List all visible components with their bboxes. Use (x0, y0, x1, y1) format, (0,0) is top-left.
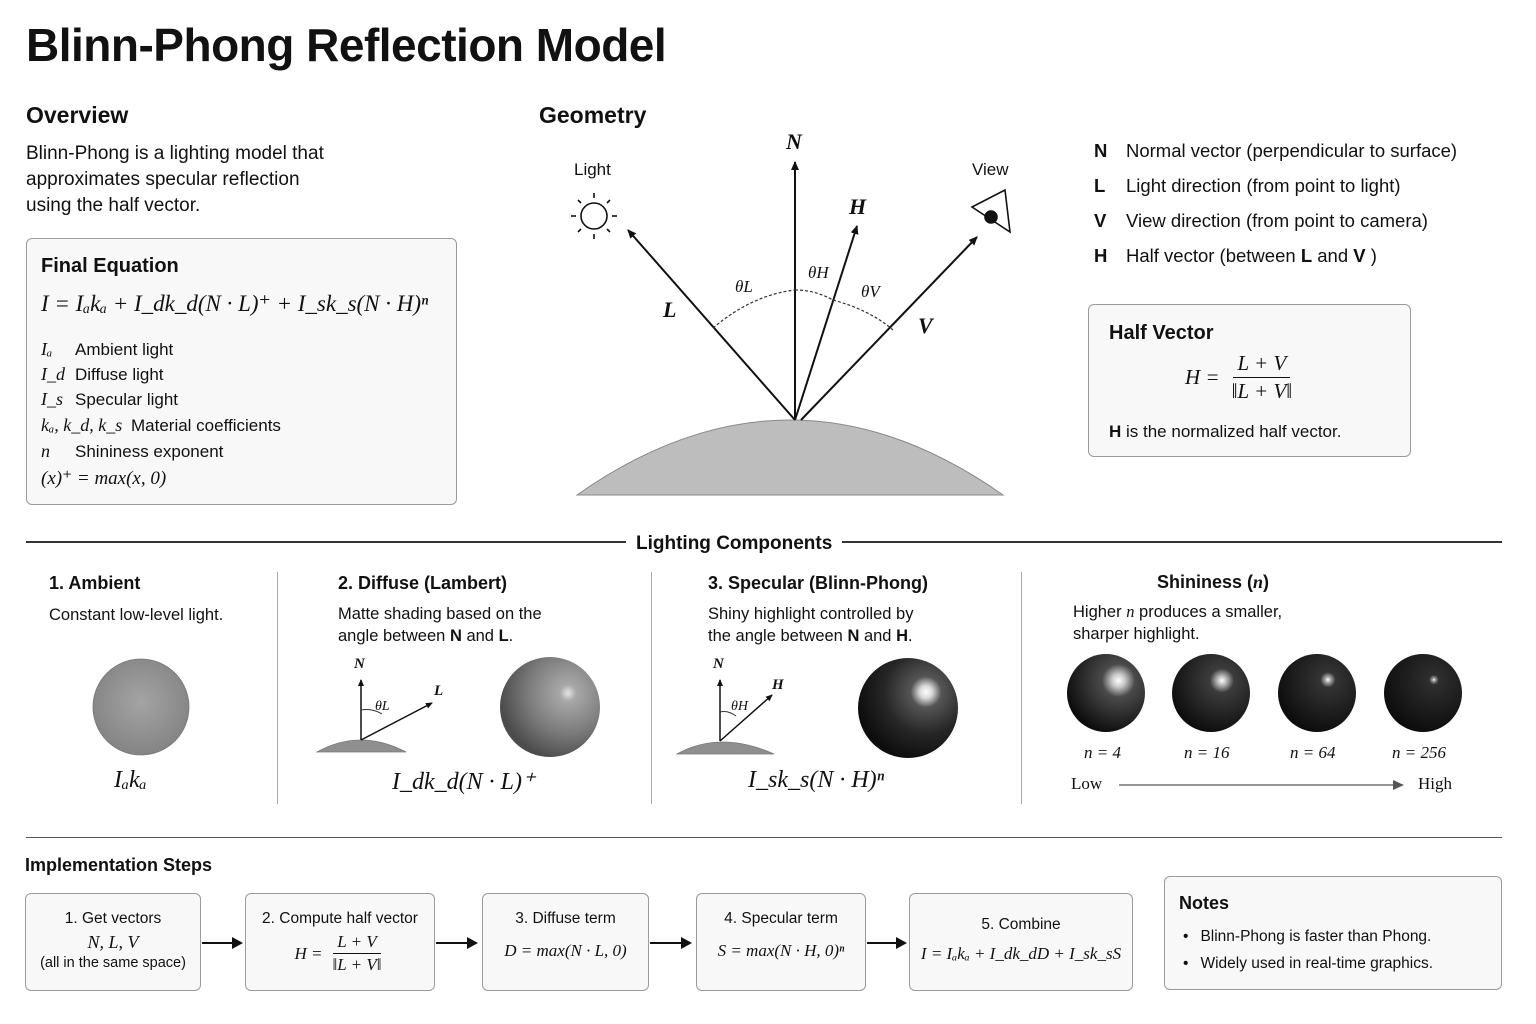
half-vector-formula: H = L + V‖L + V‖ (1185, 351, 1293, 403)
ambient-title: 1. Ambient (49, 573, 141, 593)
ambient-desc: Constant low-level light. (49, 606, 224, 624)
overview-text: Blinn-Phong is a lighting model that app… (26, 143, 324, 216)
lighting-components-label: Lighting Components (626, 533, 843, 555)
half-vector-heading: Half Vector (1109, 322, 1214, 344)
notes-box: Notes Blinn-Phong is faster than Phong. … (1164, 876, 1502, 990)
l-label: L (663, 297, 677, 322)
half-vector-box: Half Vector H = L + V‖L + V‖ H is the no… (1088, 304, 1411, 457)
specular-desc: Shiny highlight controlled by the angle … (708, 605, 914, 645)
light-label: Light (574, 160, 611, 179)
view-vector (800, 236, 978, 421)
divider-3 (1021, 572, 1022, 804)
shininess-title: Shininess (n) (1157, 572, 1270, 592)
sphere-n64 (1278, 654, 1356, 732)
geometry-heading: Geometry (539, 102, 647, 128)
theta-v-arc (832, 299, 894, 331)
shininess-desc: Higher n produces a smaller, sharper hig… (1073, 602, 1283, 643)
final-equation: I = Iₐkₐ + I_dk_d(N · L)⁺ + I_sk_s(N · H… (41, 291, 429, 316)
h-label: H (849, 194, 867, 219)
step-5: 5. Combine I = Iₐkₐ + I_dk_dD + I_sk_sS (909, 893, 1133, 991)
sphere-label-n4: n = 4 (1084, 743, 1121, 762)
step-1: 1. Get vectors N, L, V (all in the same … (25, 893, 201, 991)
specular-sphere (858, 658, 958, 758)
shininess-high-label: High (1418, 774, 1452, 793)
sphere-n16 (1172, 654, 1250, 732)
half-vector (794, 225, 859, 421)
overview-heading: Overview (26, 102, 129, 128)
theta-l-label: θL (735, 277, 753, 296)
sphere-label-n16: n = 16 (1184, 743, 1230, 762)
sun-icon (571, 193, 617, 239)
eye-icon (970, 188, 1011, 234)
divider-1 (277, 572, 278, 804)
specular-h-label: H (772, 677, 784, 693)
sphere-label-n256: n = 256 (1392, 743, 1446, 762)
light-vector (627, 229, 796, 421)
note-item: Blinn-Phong is faster than Phong. (1183, 923, 1433, 950)
divider-2 (651, 572, 652, 804)
sphere-n256 (1384, 654, 1462, 732)
n-label: N (786, 129, 802, 154)
theta-l-arc (712, 289, 796, 329)
shininess-arrow (1119, 780, 1404, 790)
diffuse-l-label: L (434, 683, 444, 699)
shininess-low-label: Low (1071, 774, 1103, 793)
geometry-diagram (571, 161, 1011, 496)
diffuse-n-label: N (354, 656, 365, 672)
sphere-n4 (1067, 654, 1145, 732)
step-2: 2. Compute half vector H = L + V‖L + V‖ (245, 893, 435, 991)
ambient-sphere (92, 658, 190, 756)
diffuse-theta-label: θL (375, 699, 390, 714)
step-3: 3. Diffuse term D = max(N · L, 0) (482, 893, 649, 991)
diffuse-desc: Matte shading based on the angle between… (338, 605, 542, 645)
step-arrows (202, 937, 907, 949)
v-label: V (918, 313, 933, 338)
diffuse-title: 2. Diffuse (Lambert) (338, 573, 508, 593)
specular-mini-diagram (675, 679, 775, 755)
shininess-spheres (1067, 654, 1462, 732)
specular-n-label: N (713, 656, 724, 672)
notes-list: Blinn-Phong is faster than Phong. Widely… (1183, 923, 1433, 977)
sphere-label-n64: n = 64 (1290, 743, 1336, 762)
diffuse-sphere (500, 657, 600, 757)
final-equation-box: Final Equation I = Iₐkₐ + I_dk_d(N · L)⁺… (26, 238, 457, 505)
half-vector-note: H is the normalized half vector. (1109, 422, 1342, 441)
theta-v-label: θV (861, 282, 880, 301)
implementation-divider (26, 837, 1502, 839)
specular-formula: I_sk_s(N · H)ⁿ (748, 767, 885, 793)
diffuse-formula: I_dk_d(N · L)⁺ (392, 769, 535, 795)
step-4: 4. Specular term S = max(N · H, 0)ⁿ (696, 893, 866, 991)
implementation-heading: Implementation Steps (25, 855, 213, 875)
note-item: Widely used in real-time graphics. (1183, 950, 1433, 977)
theta-h-arc (794, 289, 834, 301)
theta-h-label: θH (808, 263, 829, 282)
view-label: View (972, 160, 1009, 179)
page-title: Blinn-Phong Reflection Model (26, 19, 667, 71)
specular-theta-label: θH (731, 699, 748, 714)
notes-heading: Notes (1179, 893, 1230, 913)
specular-title: 3. Specular (Blinn-Phong) (708, 573, 929, 593)
diffuse-mini-diagram (315, 679, 433, 753)
clamp-definition: (x)⁺ = max(x, 0) (41, 468, 167, 489)
final-equation-heading: Final Equation (41, 255, 179, 277)
surface (575, 419, 1005, 496)
ambient-formula: Iₐkₐ (114, 767, 147, 793)
